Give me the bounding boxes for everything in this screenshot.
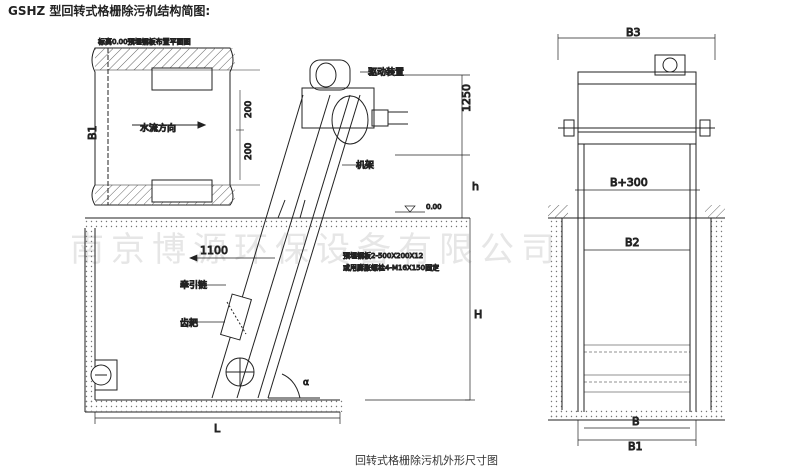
frame-label: 机架 <box>356 159 374 171</box>
left-dimensions <box>94 71 475 424</box>
plate-plan-label: 标高0.00预埋钢板布置平面图 <box>98 37 191 46</box>
dim-1100: 1100 <box>200 244 228 257</box>
inclined-frame <box>211 59 408 399</box>
dim-h-small: h <box>472 180 479 193</box>
dim-b2: B2 <box>625 236 640 249</box>
right-view: B3 B+300 B2 B B1 <box>548 26 725 454</box>
chain-label: 牵引链 <box>180 279 207 291</box>
diagram-title: GSHZ 型回转式格栅除污机结构简图: <box>8 4 211 18</box>
elevation-label: 0.00 <box>426 203 442 211</box>
dim-b-plus-300: B+300 <box>610 176 648 189</box>
expansion-bolt-label: 或用膨胀螺栓4-M16X150固定 <box>343 263 439 272</box>
embedded-plate-label: 预埋钢板2-500X200X12 <box>343 251 423 260</box>
rake-label: 齿耙 <box>180 318 198 329</box>
embedded-plate-plan <box>91 47 260 206</box>
dim-b3: B3 <box>626 26 641 39</box>
dim-200-lower: 200 <box>244 143 254 160</box>
dim-l: L <box>214 422 221 435</box>
left-view: 标高0.00预埋钢板布置平面图 水流方向 B1 200 200 驱动装置 机架 … <box>84 37 483 436</box>
angle-label: α <box>303 378 309 388</box>
dim-1250: 1250 <box>460 84 473 112</box>
drawing-caption: 回转式格栅除污机外形尺寸图 <box>355 454 498 467</box>
drive-unit-label: 驱动装置 <box>368 66 404 78</box>
dim-200-upper: 200 <box>244 101 254 118</box>
flow-direction-label: 水流方向 <box>140 122 176 134</box>
dim-b1-right: B1 <box>628 440 643 453</box>
channel-section <box>84 217 470 413</box>
dim-b1-left: B1 <box>86 125 99 140</box>
dim-b: B <box>632 415 640 428</box>
dim-h-large: H <box>474 308 482 321</box>
